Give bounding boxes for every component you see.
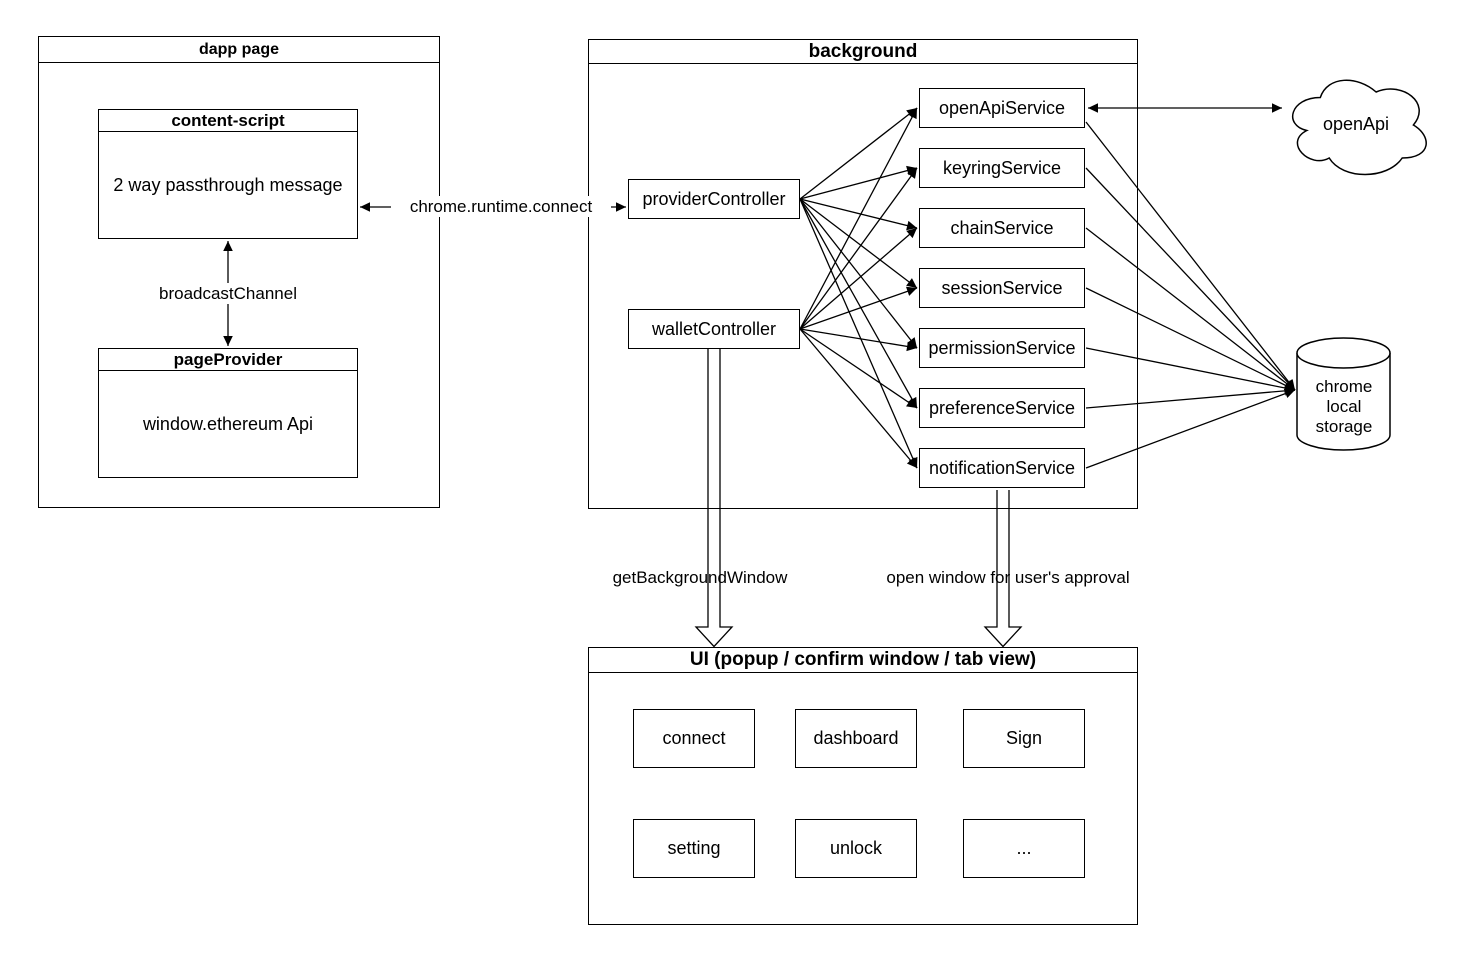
ui-view-connect: connect: [633, 709, 755, 768]
service-box-sessionService: sessionService: [919, 268, 1085, 308]
service-box-notificationService: notificationService: [919, 448, 1085, 488]
chrome-local-storage-label: chrome local storage: [1315, 377, 1373, 436]
dapp-page-title: dapp page: [39, 37, 439, 63]
content-script-box-body: 2 way passthrough message: [113, 174, 343, 195]
label-broadcast-channel: broadcastChannel: [148, 283, 308, 304]
background-title: background: [589, 40, 1137, 64]
ui-view-more: ...: [963, 819, 1085, 878]
page-provider-box-body: window.ethereum Api: [142, 413, 314, 434]
ui-view-sign: Sign: [963, 709, 1085, 768]
label-get-background-window: getBackgroundWindow: [612, 568, 788, 587]
ui-container: UI (popup / confirm window / tab view): [588, 647, 1138, 925]
label-open-window-approval: open window for user's approval: [886, 568, 1130, 587]
page-provider-box: pageProvider window.ethereum Api: [98, 348, 358, 478]
service-box-keyringService: keyringService: [919, 148, 1085, 188]
ui-view-setting: setting: [633, 819, 755, 878]
service-box-preferenceService: preferenceService: [919, 388, 1085, 428]
service-box-chainService: chainService: [919, 208, 1085, 248]
ui-view-dashboard: dashboard: [795, 709, 917, 768]
service-box-permissionService: permissionService: [919, 328, 1085, 368]
ui-title: UI (popup / confirm window / tab view): [589, 648, 1137, 673]
ui-view-unlock: unlock: [795, 819, 917, 878]
provider-controller-box: providerController: [628, 179, 800, 219]
open-api-cloud-label: openApi: [1322, 113, 1390, 134]
label-chrome-runtime-connect: chrome.runtime.connect: [391, 196, 611, 217]
dapp-page-container: dapp page: [38, 36, 440, 508]
wallet-controller-box: walletController: [628, 309, 800, 349]
content-script-box-title: content-script: [99, 110, 357, 132]
page-provider-box-title: pageProvider: [99, 349, 357, 371]
service-box-openApiService: openApiService: [919, 88, 1085, 128]
content-script-box: content-script 2 way passthrough message: [98, 109, 358, 239]
